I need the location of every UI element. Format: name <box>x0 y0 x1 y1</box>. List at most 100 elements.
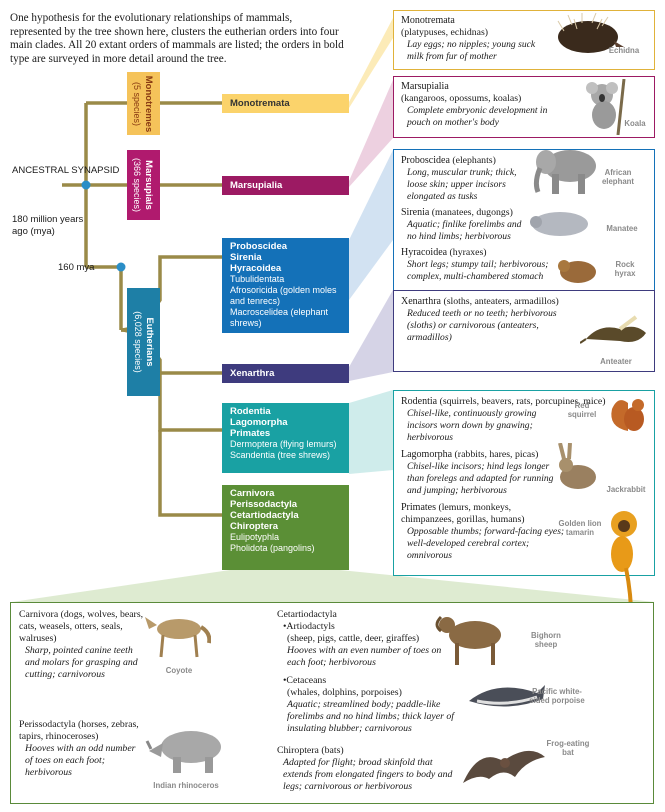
caption-hyrax: Rock hyrax <box>614 260 636 278</box>
order-name: Rodentia <box>401 396 438 407</box>
clade-bold-item: Carnivora <box>230 488 275 499</box>
caption-manatee: Manatee <box>606 224 638 233</box>
clade-item: Tubulidentata <box>230 274 285 284</box>
connector-marsupialia <box>349 80 393 187</box>
clade-laurasiatheria: Carnivora Perissodactyla Cetartiodactyla… <box>222 485 349 570</box>
clade-item: Scandentia (tree shrews) <box>230 450 331 460</box>
cetartiodactyla-block: Cetartiodactyla •Artiodactyls (sheep, pi… <box>277 609 457 735</box>
clade-bold-item: Primates <box>230 428 271 439</box>
caption-bighorn-sheep: Bighorn sheep <box>531 631 561 649</box>
caption-anteater: Anteater <box>600 357 632 366</box>
order-common-names: (platypuses, echidnas) <box>401 27 489 38</box>
order-common-names: (horses, zebras, tapirs, rhinoceroses) <box>19 719 139 742</box>
order-description: Hooves with an odd number of toes on eac… <box>25 743 136 778</box>
koala-illustration <box>586 79 626 135</box>
intro-text: One hypothesis for the evolutionary rela… <box>10 12 344 65</box>
hyrax-illustration <box>558 260 596 283</box>
clade-bold-item: Sirenia <box>230 252 262 263</box>
order-common-names: (hyraxes) <box>449 247 487 258</box>
bat-illustration <box>463 750 545 783</box>
order-name: Perissodactyla <box>19 719 76 730</box>
caption-jackrabbit: Jackrabbit <box>606 485 646 494</box>
caption-coyote: Coyote <box>165 666 193 675</box>
time-label-180: 180 million years ago (mya) <box>12 214 84 237</box>
order-description: Chisel-like, continuously growing inciso… <box>407 408 537 443</box>
order-description: Chisel-like incisors; hind legs longer t… <box>407 461 554 496</box>
clade-marsupialia: Marsupialia <box>222 176 349 195</box>
order-common-names: (dogs, wolves, bears, cats, weasels, ott… <box>19 609 144 644</box>
order-description: Long, muscular trunk; thick, loose skin;… <box>407 167 517 202</box>
caption-rhinoceros: Indian rhinoceros <box>153 781 219 790</box>
order-name: Sirenia <box>401 207 430 218</box>
order-name: Marsupialia <box>401 81 449 92</box>
caption-echidna: Echidna <box>608 46 640 55</box>
squirrel-illustration <box>611 399 644 431</box>
order-common-names: (bats) <box>321 745 344 756</box>
order-description: Opposable thumbs; forward-facing eyes; w… <box>407 526 565 561</box>
clade-bold-item: Chiroptera <box>230 521 279 532</box>
perissodactyla-block: Perissodactyla (horses, zebras, tapirs, … <box>19 719 144 779</box>
clade-xenarthra: Xenarthra <box>222 364 349 383</box>
connector-euarchontoglires <box>349 390 393 474</box>
clade-item: Eulipotyphla <box>230 532 280 542</box>
clade-item: Pholidota (pangolins) <box>230 543 315 553</box>
connector-laurasiatheria <box>12 570 655 602</box>
info-box-marsupialia: Marsupialia (kangaroos, opossums, koalas… <box>393 76 655 138</box>
clade-euarchontoglires: Rodentia Lagomorpha Primates Dermoptera … <box>222 403 349 473</box>
suborder-name: •Artiodactyls <box>283 621 335 632</box>
order-name: Cetartiodactyla <box>277 609 337 620</box>
elephant-illustration <box>533 150 596 194</box>
connector-afrotheria <box>349 150 393 300</box>
order-description: Short legs; stumpy tail; herbivorous; co… <box>407 259 549 282</box>
info-box-euarchontoglires: Rodentia (squirrels, beavers, rats, porc… <box>393 390 655 576</box>
order-name: Lagomorpha <box>401 449 453 460</box>
clade-monotremata: Monotremata <box>222 94 349 113</box>
order-name: Hyracoidea <box>401 247 448 258</box>
order-common-names: (rabbits, hares, picas) <box>454 449 539 460</box>
chiroptera-block: Chiroptera (bats) Adapted for flight; br… <box>277 745 461 793</box>
clade-bold-item: Lagomorpha <box>230 417 288 428</box>
clade-bold-item: Proboscidea <box>230 241 288 252</box>
order-common-names: (sheep, pigs, cattle, deer, giraffes) <box>287 633 420 644</box>
order-name: Xenarthra <box>401 296 441 307</box>
connector-xenarthra <box>349 290 393 381</box>
ancestral-label: ANCESTRAL SYNAPSID <box>12 165 120 176</box>
connector-monotremata <box>349 18 393 108</box>
info-box-afrotheria: Proboscidea (elephants) Long, muscular t… <box>393 149 655 293</box>
order-name: Primates <box>401 502 436 513</box>
node-ancestral <box>81 180 91 190</box>
carnivora-block: Carnivora (dogs, wolves, bears, cats, we… <box>19 609 144 681</box>
order-common-names: (whales, dolphins, porpoises) <box>287 687 402 698</box>
order-description: Aquatic; finlike forelimbs and no hind l… <box>407 219 522 242</box>
order-description: Aquatic; streamlined body; paddle-like f… <box>287 699 454 734</box>
caption-bat: Frog-eating bat <box>546 739 590 757</box>
clade-bold-item: Rodentia <box>230 406 271 417</box>
order-common-names: (kangaroos, opossums, koalas) <box>401 93 522 104</box>
clade-afrotheria: Proboscidea Sirenia Hyracoidea Tubuliden… <box>222 238 349 333</box>
order-name: Chiroptera <box>277 745 319 756</box>
order-common-names: (squirrels, beavers, rats, porcupines, m… <box>439 396 606 407</box>
caption-squirrel: Red squirrel <box>567 401 597 419</box>
order-description: Complete embryonic development in pouch … <box>407 105 548 128</box>
order-description: Sharp, pointed canine teeth and molars f… <box>25 645 138 680</box>
clade-bold-item: Perissodactyla <box>230 499 298 510</box>
group-eutherians: Eutherians(6,028 species) <box>127 288 160 396</box>
caption-tamarin: Golden lion tamarin <box>558 519 602 537</box>
order-common-names: (manatees, dugongs) <box>431 207 513 218</box>
order-common-names: (lemurs, monkeys, chimpanzees, gorillas,… <box>401 502 525 525</box>
laurasiatheria-detail-box: Carnivora (dogs, wolves, bears, cats, we… <box>10 602 654 804</box>
info-box-monotremata: Monotremata (platypuses, echidnas) Lay e… <box>393 10 655 70</box>
suborder-name: •Cetaceans <box>283 675 327 686</box>
time-label-160: 160 mya <box>58 262 95 273</box>
group-monotremes: Monotremes(5 species) <box>127 72 160 135</box>
order-name: Monotremata <box>401 15 455 26</box>
caption-koala: Koala <box>624 119 646 128</box>
anteater-illustration <box>580 315 646 344</box>
manatee-illustration <box>530 212 588 236</box>
clade-bold-item: Cetartiodactyla <box>230 510 299 521</box>
order-common-names: (sloths, anteaters, armadillos) <box>443 296 559 307</box>
group-marsupials: Marsupials(366 species) <box>127 150 160 220</box>
order-description: Hooves with an even number of toes on ea… <box>287 645 442 668</box>
info-box-xenarthra: Xenarthra (sloths, anteaters, armadillos… <box>393 290 655 372</box>
